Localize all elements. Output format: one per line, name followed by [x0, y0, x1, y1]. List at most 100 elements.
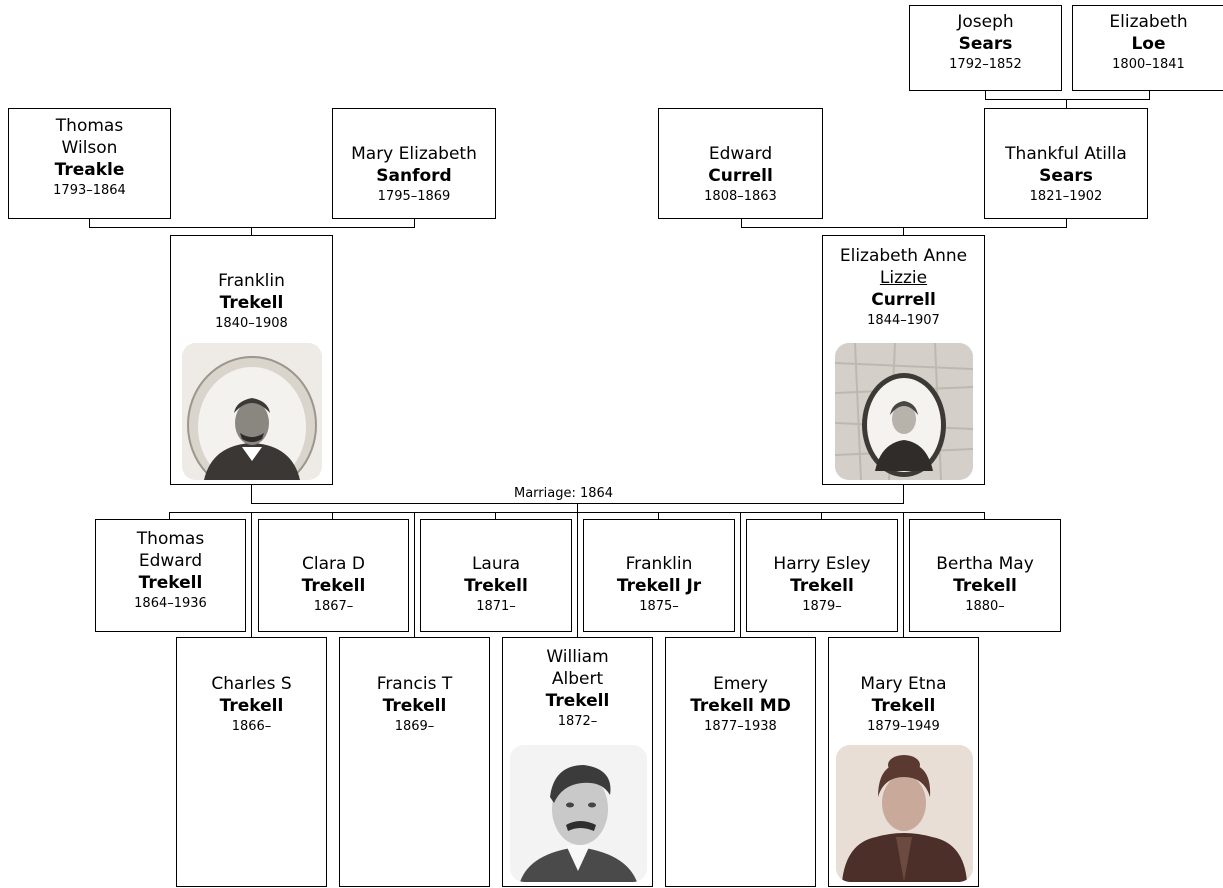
connector	[903, 227, 904, 236]
person-edward-currell[interactable]: Edward Currell 1808–1863	[658, 108, 823, 219]
first-name: Francis T	[376, 674, 453, 694]
connector	[89, 227, 415, 228]
first-name: Harry Esley	[773, 554, 871, 574]
life-years: 1880–	[965, 599, 1005, 614]
life-years: 1864–1936	[134, 596, 207, 611]
connector	[985, 90, 986, 100]
life-years: 1800–1841	[1112, 57, 1185, 72]
first-name: Thomas Wilson	[55, 116, 124, 158]
first-name: Edward	[708, 144, 773, 164]
connector	[414, 512, 415, 638]
life-years: 1793–1864	[53, 183, 126, 198]
portrait-photo	[835, 343, 973, 480]
first-name: William Albert	[546, 647, 609, 689]
last-name: Trekell	[219, 293, 284, 313]
person-clara-trekell[interactable]: Clara D Trekell 1867–	[258, 519, 409, 632]
first-name: Clara D	[302, 554, 365, 574]
connector	[740, 512, 741, 638]
connector	[741, 218, 742, 228]
person-elizabeth-loe[interactable]: Elizabeth Loe 1800–1841	[1072, 5, 1223, 91]
last-name: Trekell	[790, 576, 854, 596]
first-name: Emery	[713, 674, 768, 694]
life-years: 1808–1863	[704, 189, 777, 204]
first-name: Laura	[471, 554, 521, 574]
person-thankful-sears[interactable]: Thankful Atilla Sears 1821–1902	[984, 108, 1148, 219]
connector	[984, 512, 985, 520]
person-thomas-edward-trekell[interactable]: Thomas Edward Trekell 1864–1936	[95, 519, 246, 632]
life-years: 1879–	[802, 599, 842, 614]
person-william-trekell[interactable]: William Albert Trekell 1872–	[502, 637, 653, 887]
life-years: 1877–1938	[704, 719, 777, 734]
marriage-label: Marriage: 1864	[514, 486, 614, 501]
last-name: Trekell MD	[690, 696, 791, 716]
first-name: Franklin	[625, 554, 693, 574]
person-franklin-trekell[interactable]: Franklin Trekell 1840–1908	[170, 235, 333, 485]
person-harry-trekell[interactable]: Harry Esley Trekell 1879–	[746, 519, 898, 632]
person-emery-trekell[interactable]: Emery Trekell MD 1877–1938	[665, 637, 816, 887]
first-name: Joseph	[957, 12, 1014, 32]
life-years: 1792–1852	[949, 57, 1022, 72]
last-name: Treakle	[54, 160, 125, 180]
last-name: Sears	[1039, 166, 1093, 186]
first-name: Mary Etna	[860, 674, 947, 694]
connector	[903, 512, 904, 638]
person-franklin-jr-trekell[interactable]: Franklin Trekell Jr 1875–	[583, 519, 735, 632]
person-mary-etna-trekell[interactable]: Mary Etna Trekell 1879–1949	[828, 637, 979, 887]
last-name: Sanford	[376, 166, 452, 186]
last-name: Trekell	[871, 696, 936, 716]
first-name: Mary Elizabeth	[351, 144, 477, 164]
life-years: 1866–	[231, 719, 272, 734]
person-laura-trekell[interactable]: Laura Trekell 1871–	[420, 519, 572, 632]
life-years: 1867–	[313, 599, 354, 614]
first-name: Thankful Atilla	[1005, 144, 1127, 164]
person-thomas-treakle[interactable]: Thomas Wilson Treakle 1793–1864	[8, 108, 171, 219]
connector	[1066, 218, 1067, 228]
life-years: 1871–	[476, 599, 516, 614]
connector	[332, 512, 333, 520]
life-years: 1872–	[557, 714, 598, 729]
connector	[821, 512, 822, 520]
connector	[414, 218, 415, 228]
portrait-photo	[182, 343, 322, 480]
life-years: 1869–	[394, 719, 435, 734]
person-bertha-trekell[interactable]: Bertha May Trekell 1880–	[909, 519, 1061, 632]
connector	[658, 512, 659, 520]
connector	[251, 512, 252, 638]
connector	[741, 227, 1067, 228]
person-charles-trekell[interactable]: Charles S Trekell 1866–	[176, 637, 327, 887]
person-francis-trekell[interactable]: Francis T Trekell 1869–	[339, 637, 490, 887]
connector	[169, 512, 170, 520]
last-name: Trekell	[301, 576, 366, 596]
first-name: Elizabeth	[1109, 12, 1188, 32]
last-name: Currell	[708, 166, 773, 186]
portrait-photo	[510, 745, 647, 882]
first-name: Elizabeth Anne	[839, 246, 968, 266]
last-name: Trekell	[382, 696, 447, 716]
connector	[169, 512, 984, 513]
life-years: 1821–1902	[1029, 189, 1103, 204]
nickname: Lizzie	[879, 268, 928, 288]
last-name: Trekell Jr	[616, 576, 702, 596]
first-name: Charles S	[211, 674, 292, 694]
last-name: Currell	[871, 290, 936, 310]
connector	[251, 484, 252, 504]
connector	[89, 218, 90, 228]
last-name: Trekell	[138, 573, 203, 593]
last-name: Loe	[1131, 34, 1166, 54]
person-mary-sanford[interactable]: Mary Elizabeth Sanford 1795–1869	[332, 108, 496, 219]
connector	[251, 227, 252, 236]
connector	[903, 484, 904, 504]
life-years: 1875–	[639, 599, 679, 614]
connector	[1066, 99, 1067, 109]
connector	[495, 512, 496, 520]
first-name: Franklin	[218, 271, 285, 291]
last-name: Sears	[958, 34, 1013, 54]
connector	[985, 99, 1150, 100]
person-joseph-sears[interactable]: Joseph Sears 1792–1852	[909, 5, 1062, 91]
life-years: 1879–1949	[867, 719, 940, 734]
person-lizzie-currell[interactable]: Elizabeth Anne Lizzie Currell 1844–1907	[822, 235, 985, 485]
portrait-photo	[836, 745, 973, 882]
last-name: Trekell	[953, 576, 1017, 596]
first-name: Bertha May	[936, 554, 1034, 574]
